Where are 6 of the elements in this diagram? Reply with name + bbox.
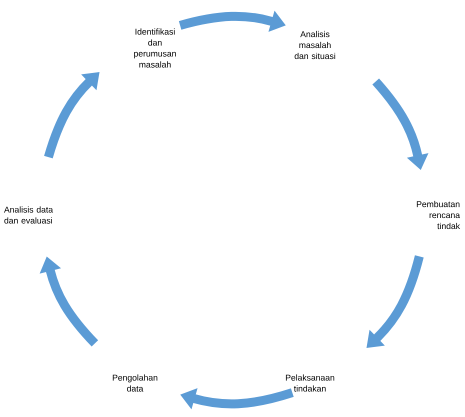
step-label: Analisis data dan evaluasi bbox=[4, 206, 54, 224]
step-label: Pelaksanaan tindakan bbox=[286, 374, 334, 392]
step-label: Pembuatan rencana tindak bbox=[416, 200, 460, 230]
step-label: Pengolahan data bbox=[112, 374, 158, 392]
step-label: Identifikasi dan perumusan masalah bbox=[134, 28, 176, 68]
step-label: Analisis masalah dan situasi bbox=[294, 30, 336, 60]
